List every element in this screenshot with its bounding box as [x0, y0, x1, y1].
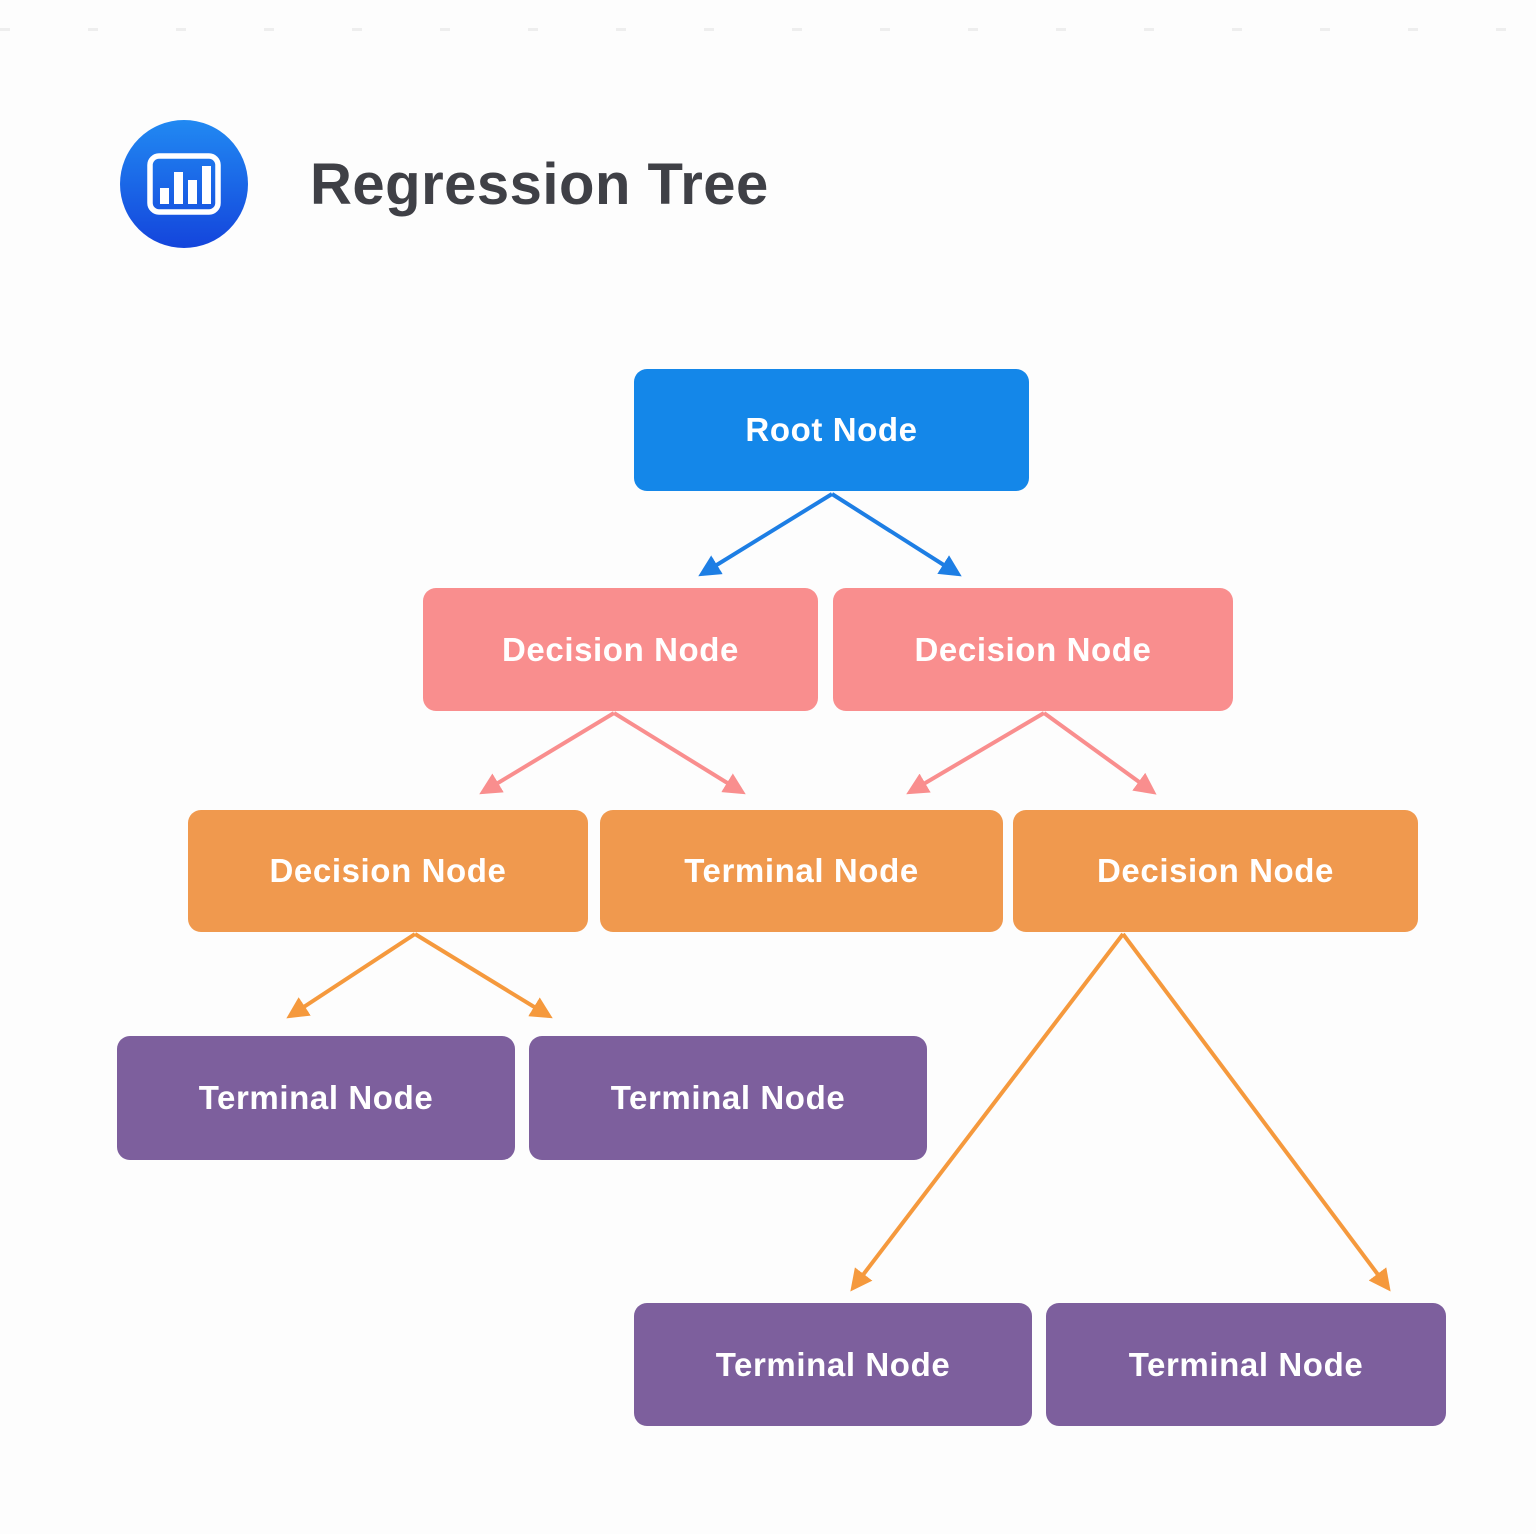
arrow-decision-3a-to-terminal-4a	[286, 932, 417, 1019]
arrow-decision-right-to-terminal-3b	[906, 711, 1046, 795]
arrow-root-to-decision-right	[830, 492, 962, 577]
decorative-dashes	[0, 28, 1536, 31]
node-terminal-level4-left: Terminal Node	[117, 1036, 515, 1160]
node-root: Root Node	[634, 369, 1029, 491]
bar-chart-icon	[120, 120, 248, 248]
arrow-root-to-decision-left	[698, 492, 834, 577]
node-decision-level2-right: Decision Node	[833, 588, 1233, 711]
page-title: Regression Tree	[310, 151, 769, 217]
node-terminal-level3-mid: Terminal Node	[600, 810, 1003, 932]
node-decision-level3-left: Decision Node	[188, 810, 588, 932]
node-terminal-level4-right: Terminal Node	[529, 1036, 927, 1160]
node-decision-level2-left: Decision Node	[423, 588, 818, 711]
arrow-decision-3a-to-terminal-4b	[413, 932, 553, 1019]
arrow-decision-right-to-decision-3c	[1042, 711, 1157, 795]
node-decision-level3-right: Decision Node	[1013, 810, 1418, 932]
arrow-decision-left-to-terminal-3b	[612, 711, 746, 795]
arrow-decision-left-to-decision-3a	[479, 711, 616, 795]
diagram-header: Regression Tree	[120, 120, 769, 248]
node-terminal-level5-left: Terminal Node	[634, 1303, 1032, 1426]
node-terminal-level5-right: Terminal Node	[1046, 1303, 1446, 1426]
arrow-decision-3c-to-terminal-5b	[1121, 932, 1391, 1292]
arrow-decision-3c-to-terminal-5a	[850, 932, 1125, 1292]
